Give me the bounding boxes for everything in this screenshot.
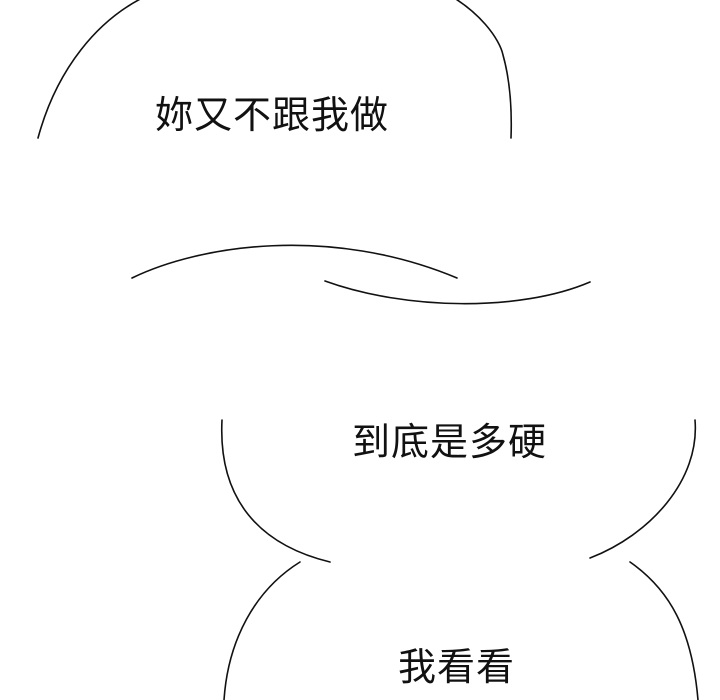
dialogue-text-2: 到底是多硬: [352, 420, 548, 464]
bubble-2-upper-arc: [131, 244, 458, 279]
dialogue-text-3: 我看看: [398, 645, 516, 689]
bubble-4-outline: [221, 419, 697, 563]
bubble-3-upper-arc: [324, 280, 591, 305]
bubble-5-outline: [223, 561, 699, 700]
bubble-1-outline: [37, 0, 513, 139]
dialogue-text-1: 妳又不跟我做: [155, 93, 390, 137]
